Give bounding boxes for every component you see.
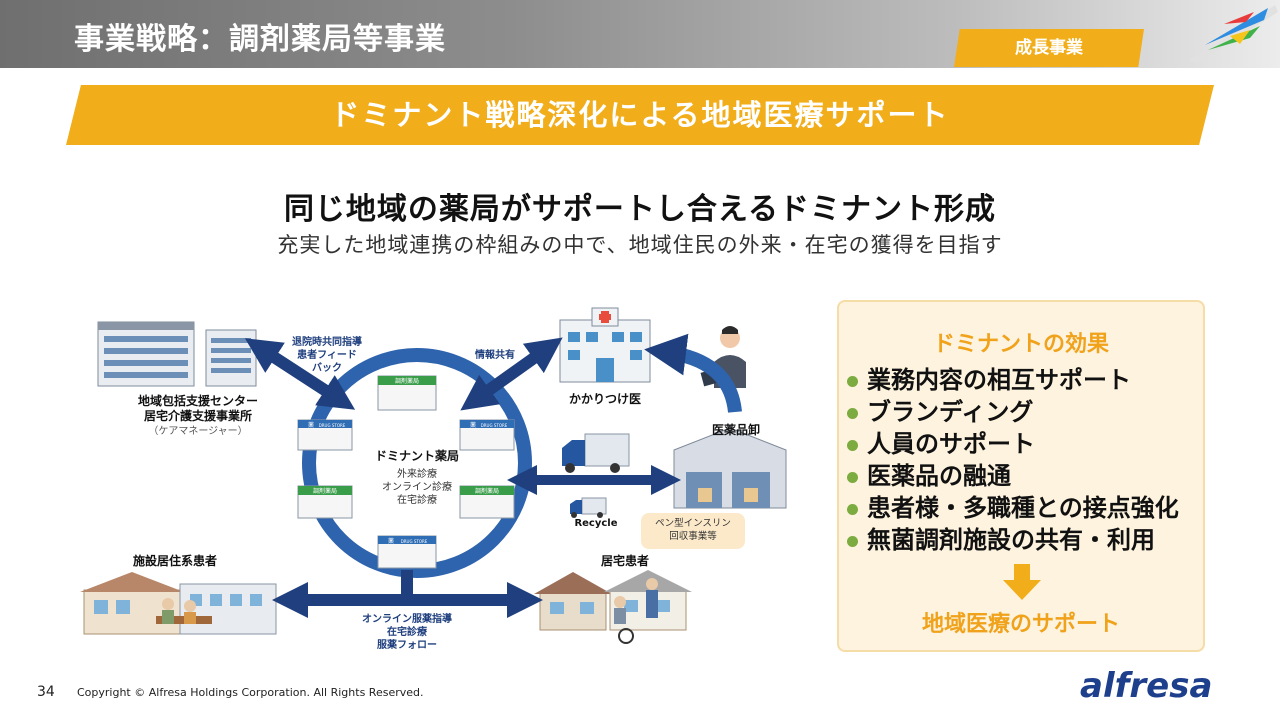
svg-text:DRUG STORE: DRUG STORE [319,423,346,428]
svg-text:DRUG STORE: DRUG STORE [401,539,428,544]
dominant-pharmacy-diagram: 調剤薬局 薬 DRUG STORE 薬 DRUG STORE 調剤薬局 調剤薬局 [70,300,830,670]
hospital-label: かかりつけ医 [568,392,642,406]
home-patients-label: 居宅患者 [600,554,649,568]
effect-item: 人員のサポート [847,428,1179,460]
effects-title: ドミナントの効果 [932,332,1109,357]
svg-text:薬: 薬 [470,421,476,429]
corporate-swoosh-icon [1190,5,1278,64]
strategy-banner: ドミナント戦略深化による地域医療サポート [66,85,1214,145]
care-manager-note: （ケアマネージャー） [148,426,248,437]
bullet-dot-icon [847,376,858,387]
page-number: 34 [37,684,55,700]
care-center-building-icon [97,321,257,387]
arrow-online-label-3: 服薬フォロー [377,640,437,651]
svg-text:DRUG STORE: DRUG STORE [481,423,508,428]
arrow-care-label-2: 患者フィード [297,350,357,361]
delivery-truck-icon [562,433,630,473]
arrow-online-label-2: 在宅診療 [387,627,427,638]
bullet-dot-icon [847,536,858,547]
effect-item: 医薬品の融通 [847,460,1179,492]
copyright-text: Copyright © Alfresa Holdings Corporation… [77,686,424,699]
recycle-label: Recycle [574,518,618,529]
down-arrow-icon [1003,564,1041,600]
hospital-icon [559,307,651,383]
arrow-care-label-1: 退院時共同指導 [292,337,362,348]
alfresa-logo: alfresa [1080,666,1213,706]
pharmacy-store-icon: 調剤薬局 [297,485,353,519]
svg-text:調剤薬局: 調剤薬局 [475,487,499,495]
pharmacy-store-icon: 薬 DRUG STORE [377,535,437,569]
effect-item: 患者様・多職種との接点強化 [847,492,1179,524]
effects-result: 地域医療のサポート [921,612,1120,637]
effects-list: 業務内容の相互サポート ブランディング 人員のサポート 医薬品の融通 患者様・多… [847,364,1179,556]
bullet-dot-icon [847,472,858,483]
pharmacy-ring [302,348,532,578]
bullet-dot-icon [847,504,858,515]
care-center-label-2: 居宅介護支援事業所 [143,409,252,423]
pharmacy-store-icon: 薬 DRUG STORE [297,419,353,451]
care-center-label-1: 地域包括支援センター [137,394,258,408]
doctor-arrow [644,333,742,413]
service-outpatient: 外来診療 [397,469,437,480]
facility-patients-label: 施設居住系患者 [132,554,217,568]
wholesaler-label: 医薬品卸 [711,423,760,437]
effect-item: 無菌調剤施設の共有・利用 [847,524,1179,556]
arrow-info-label: 情報共有 [475,350,515,361]
bullet-dot-icon [847,440,858,451]
svg-text:調剤薬局: 調剤薬局 [313,487,337,495]
pharmacy-store-icon: 薬 DRUG STORE [459,419,515,451]
growth-business-badge: 成長事業 [954,29,1144,67]
dominant-effects-panel: ドミナントの効果 業務内容の相互サポート ブランディング 人員のサポート 医薬品… [837,300,1205,652]
bullet-dot-icon [847,408,858,419]
banner-text: ドミナント戦略深化による地域医療サポート [330,98,950,132]
pharmacy-store-icon: 調剤薬局 [459,485,515,519]
insulin-bubble-line-1: ペン型インスリン [655,518,731,529]
svg-text:薬: 薬 [308,421,314,429]
svg-text:調剤薬局: 調剤薬局 [395,377,419,385]
arrow-care-label-3: バック [312,363,342,374]
pharmacy-store-icon: 調剤薬局 [377,375,437,411]
svg-text:薬: 薬 [388,537,394,545]
facility-building-icon [80,572,277,635]
headline: 同じ地域の薬局がサポートし合えるドミナント形成 [283,192,997,227]
service-online: オンライン診療 [382,482,452,493]
home-patient-house-icon [534,570,692,644]
arrow-online-label-1: オンライン服薬指導 [362,614,452,625]
dominant-pharmacy-title: ドミナント薬局 [374,449,459,463]
effect-item: 業務内容の相互サポート [847,364,1179,396]
diagram-graphics: 調剤薬局 薬 DRUG STORE 薬 DRUG STORE 調剤薬局 調剤薬局 [80,307,787,644]
recycle-truck-icon [570,497,607,518]
subline: 充実した地域連携の枠組みの中で、地域住民の外来・在宅の獲得を目指す [277,233,1003,257]
service-home: 在宅診療 [397,495,437,506]
page-title: 事業戦略：調剤薬局等事業 [74,22,446,57]
wholesaler-warehouse-icon [673,427,787,509]
effect-item: ブランディング [847,396,1179,428]
insulin-bubble-line-2: 回収事業等 [669,531,717,542]
care-center-arrow [244,338,356,410]
info-sharing-arrow [460,337,563,411]
insulin-collection-bubble: ペン型インスリン 回収事業等 [641,513,745,549]
